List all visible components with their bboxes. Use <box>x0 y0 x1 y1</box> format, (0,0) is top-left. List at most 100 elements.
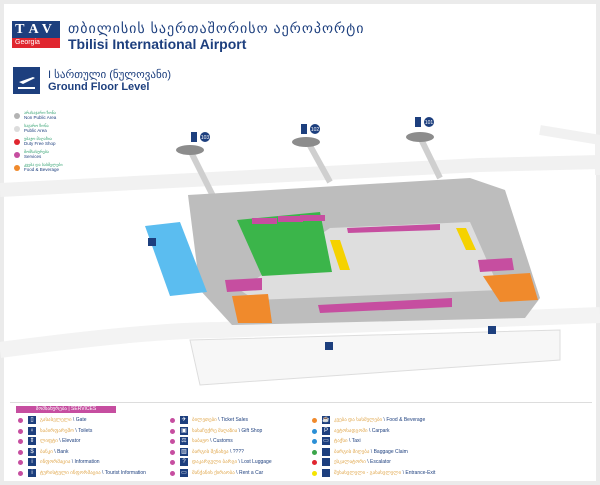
color-swatch <box>14 165 20 171</box>
carpark-signs <box>148 238 496 350</box>
category-dot <box>312 418 317 423</box>
legend-label-georgian: საპირფარეშო <box>40 427 74 434</box>
color-swatch <box>14 139 20 145</box>
key-label-georgian: არასაჯარო ზონა <box>24 110 56 115</box>
category-dot <box>312 470 317 476</box>
gate-icon <box>301 124 307 134</box>
legend-label-georgian: შესასვლელი - გასასვლელი <box>334 469 402 476</box>
legend-label: Tourist Information <box>104 469 146 476</box>
legend-label: Lost Luggage <box>241 459 272 465</box>
legend-label-georgian: ბარგის მიღება <box>334 448 370 455</box>
legend-label: Rent a Car <box>238 469 264 476</box>
aircraft-stands <box>176 132 434 155</box>
legend-label-georgian: მანქანის ქირაობა <box>192 469 235 476</box>
legend-label-georgian: ლიფტი <box>40 438 58 444</box>
floor-title-georgian: I სართული (ნულოვანი) <box>48 69 172 81</box>
public-area <box>240 222 500 300</box>
service-icon: $ <box>28 447 36 456</box>
service-icon: ? <box>180 458 188 466</box>
category-dot <box>312 460 317 465</box>
service-icon <box>322 447 330 456</box>
gate-number: 103 <box>201 135 210 141</box>
category-dot <box>18 428 23 434</box>
service-icon: ▥ <box>180 447 188 456</box>
color-swatch <box>14 152 20 158</box>
service-icon: ⇕ <box>28 437 36 445</box>
service-icon: ☕ <box>322 416 330 424</box>
category-dot <box>170 460 175 465</box>
category-dot <box>312 439 317 444</box>
category-dot <box>170 428 175 434</box>
key-label-georgian: უბაჟო მაღაზია <box>24 136 52 141</box>
legend-label: Food & Beverage <box>386 417 426 423</box>
legend-label-georgian: ინფორმაცია <box>40 459 71 465</box>
key-label: Food & Beverage <box>24 167 60 172</box>
tav-georgia-logo: TAV Georgia <box>12 21 60 49</box>
category-dot <box>18 449 23 455</box>
carpark-area <box>145 222 207 296</box>
gate-101[interactable]: 101 <box>415 117 434 127</box>
services-legend: მომსახურება | SERVICES ▯გასასვლელი \ Gat… <box>10 402 592 480</box>
category-dot <box>18 418 23 423</box>
departures-plane-icon <box>13 67 40 94</box>
legend-label: Escalator <box>370 459 391 465</box>
logo-georgia: Georgia <box>12 38 60 48</box>
legend-label-georgian: ესკალატორი <box>334 459 366 465</box>
service-icon: P <box>322 426 330 435</box>
category-dot <box>170 470 175 476</box>
gate-number: 102 <box>311 127 320 133</box>
service-icon: ▣ <box>180 426 188 435</box>
food-beverage-left <box>232 294 272 323</box>
legend-label-georgian: კვება და სასმელები <box>334 417 383 423</box>
color-swatch <box>14 126 20 132</box>
key-label-georgian: საჯარო ზონა <box>24 123 49 128</box>
legend-label-georgian: გასასვლელი <box>40 417 72 423</box>
legend-label-georgian: ტაქსი <box>334 438 348 444</box>
baggage-claim-area <box>237 212 332 276</box>
gate-number-badge <box>200 132 210 142</box>
service-icon: ✈ <box>180 416 188 424</box>
legend-label: Entrance-Exit <box>405 469 436 476</box>
category-dot <box>170 449 175 455</box>
category-dot <box>18 470 23 476</box>
legend-label: Information <box>74 459 100 465</box>
gate-icon <box>415 117 421 127</box>
legend-label-georgian: ავტოსადგომი <box>334 427 368 434</box>
legend-label-georgian: ბანკი <box>40 448 53 455</box>
gate-102[interactable]: 102 <box>301 124 320 134</box>
key-label-georgian: მომსახურება <box>24 149 49 154</box>
service-icon: ▭ <box>180 468 188 477</box>
service-areas <box>225 215 514 313</box>
service-icon: ▭ <box>322 437 330 445</box>
legend-label: Toilets <box>78 427 93 434</box>
gate-number: 101 <box>425 120 434 126</box>
title-georgian: თბილისის საერთაშორისო აეროპორტი <box>68 20 365 36</box>
gate-103[interactable]: 103 <box>191 132 210 142</box>
legend-label: Gift Shop <box>241 427 263 434</box>
legend-label-georgian: საბაჟო <box>192 438 209 444</box>
page-title: Tbilisi International Airport <box>68 36 247 52</box>
service-icon: ♀ <box>28 426 36 435</box>
key-label: Services <box>24 154 42 159</box>
legend-label: Elevator <box>62 438 81 444</box>
color-swatch <box>14 113 20 119</box>
legend-label: Bank <box>57 448 69 455</box>
food-beverage-right <box>483 273 538 302</box>
legend-label: Carpark <box>371 427 390 434</box>
category-dot <box>170 418 175 423</box>
service-icon: ▯ <box>28 416 36 424</box>
floor-title: Ground Floor Level <box>48 81 150 93</box>
key-label: Non Public Area <box>24 115 57 120</box>
legend-label: Baggage Claim <box>373 448 408 455</box>
category-dot <box>170 439 175 444</box>
legend-label: Ticket Sales <box>220 417 248 423</box>
gate-number-badge <box>424 117 434 127</box>
service-icon <box>322 458 330 466</box>
legend-label-georgian: ტურისტული ინფორმაცია <box>40 469 101 476</box>
airport-floor-map[interactable]: 103 102 101 <box>0 0 600 400</box>
roads <box>0 125 600 386</box>
legend-label-georgian: ბარგის შენახვა <box>192 448 229 455</box>
logo-tav: TAV <box>12 21 60 38</box>
key-label-georgian: კვება და სასმელები <box>24 162 63 167</box>
category-dot <box>312 449 317 455</box>
